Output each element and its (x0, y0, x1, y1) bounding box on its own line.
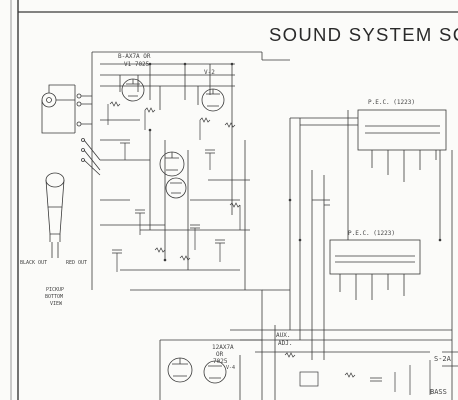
pickup-bottom-label: BOTTOM (45, 294, 64, 300)
tube-v4-part-label: 7025 (213, 358, 228, 365)
pec-block-mid (329, 239, 421, 300)
pickup-cartridge-symbol (45, 172, 65, 258)
adj-label: ADJ. (278, 340, 293, 347)
tube-v4-symbol (167, 357, 227, 384)
tube-v4-label: 12AX7A (212, 344, 234, 351)
aux-label: AUX. (276, 332, 291, 339)
tube-v2-symbol (201, 88, 225, 112)
chassis-outline (91, 51, 263, 290)
tube-v4-or-label: OR (216, 351, 224, 358)
bass-label: BASS (430, 388, 447, 396)
tube-v2-label: V-2 (204, 69, 215, 76)
pec-top-label: P.E.C. (1223) (368, 99, 415, 106)
pec-block-top (357, 109, 447, 182)
pec-mid-label: P.E.C. (1223) (348, 230, 395, 237)
tube-v1-symbol (121, 78, 187, 199)
tube-v1-label: B-AX7A OR (118, 53, 151, 60)
pickup-label: PICKUP (46, 287, 65, 293)
black-out-label: BLACK OUT (20, 260, 48, 266)
tube-v1-part-label: V1 7025 (124, 61, 150, 68)
pickup-jack-symbol (41, 84, 92, 134)
red-out-label: RED OUT (66, 260, 88, 266)
pickup-view-label: VIEW (50, 301, 63, 307)
schematic-title: SOUND SYSTEM SCHEM (269, 24, 458, 45)
s2a-label: S-2A (434, 355, 451, 363)
tube-v4-id-label: V-4 (226, 365, 236, 371)
